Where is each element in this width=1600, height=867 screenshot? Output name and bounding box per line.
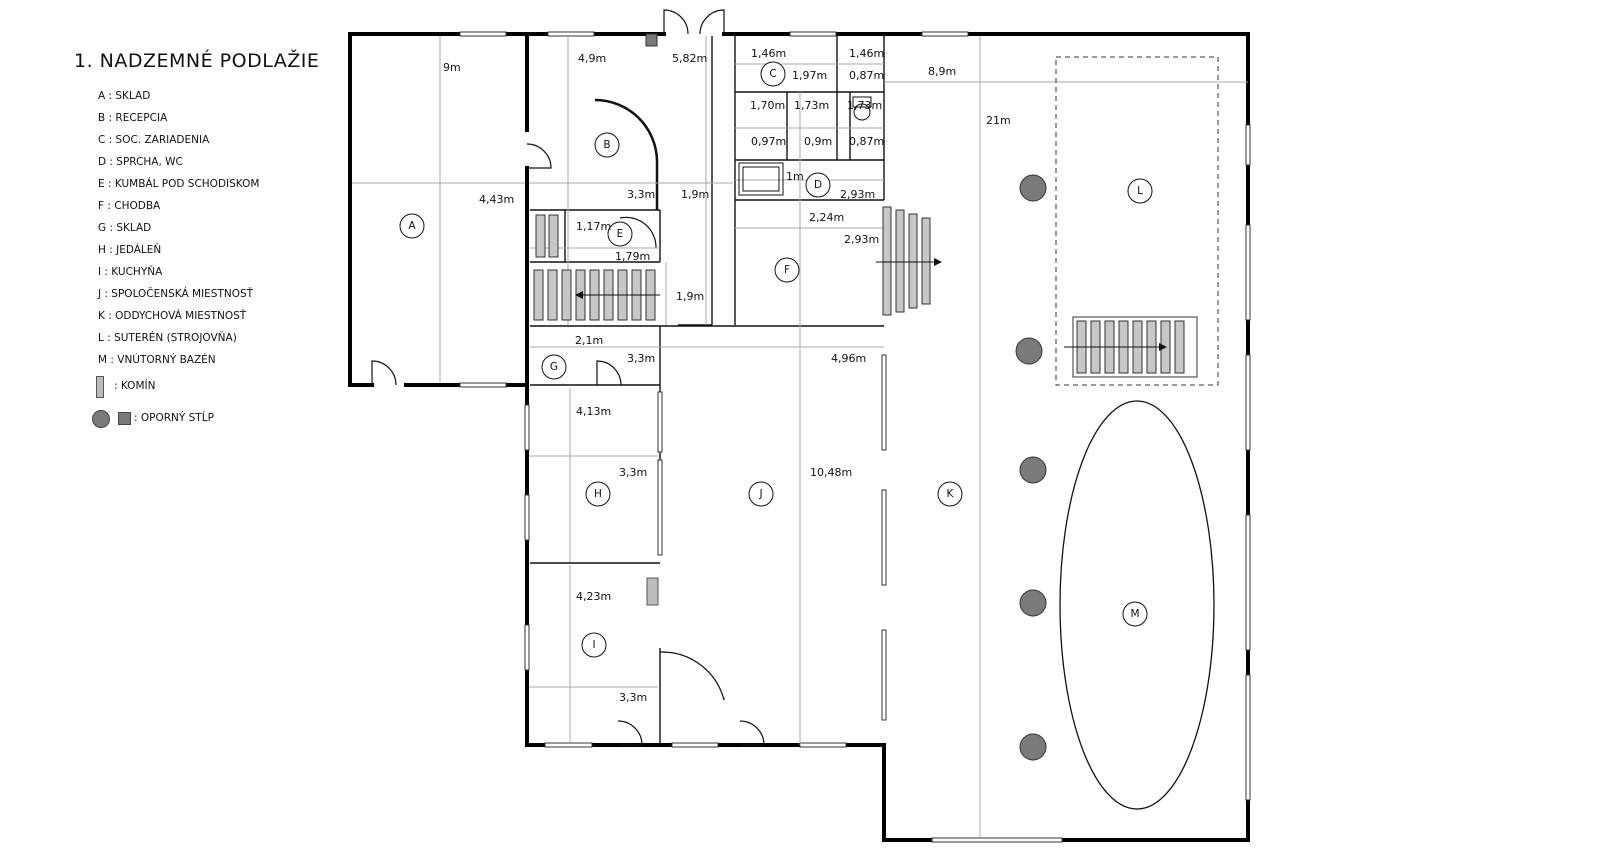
dim-cubicle-3: 1,73m [847, 99, 882, 112]
dim-cubicle-2: 1,73m [794, 99, 829, 112]
dim-a-height: 9m [443, 61, 461, 74]
dim-cubicle-3-w: 0,87m [849, 135, 884, 148]
dim-b-width: 3,3m [627, 188, 655, 201]
dim-a-width: 4,43m [479, 193, 514, 206]
door-g [596, 360, 622, 386]
dim-e-width: 1,79m [615, 250, 650, 263]
dim-k-height: 21m [986, 114, 1011, 127]
dim-stair-width: 1,9m [676, 290, 704, 303]
legend-item-j: J : SPOLOČENSKÁ MIESTNOSŤ [98, 288, 254, 300]
door-i [617, 720, 643, 746]
chimney-symbol-icon [96, 376, 104, 398]
dim-g-height: 2,1m [575, 334, 603, 347]
door-a-b [526, 143, 552, 169]
dim-j-height: 10,48m [810, 466, 852, 479]
dim-e-height: 1,17m [576, 220, 611, 233]
room-label-a: A [408, 220, 416, 232]
room-label-i: I [592, 639, 595, 651]
legend-title: 1. NADZEMNÉ PODLAŽIE [74, 50, 320, 72]
legend-column-label: : OPORNÝ STĹP [134, 412, 214, 424]
exterior-walls [348, 32, 1250, 842]
door-e [619, 216, 657, 249]
column-circle-icon [1019, 589, 1047, 617]
dim-d-width: 2,93m [840, 188, 875, 201]
dim-f-width: 2,93m [844, 233, 879, 246]
support-columns [645, 33, 1047, 761]
room-label-j: J [758, 488, 762, 500]
room-label-l: L [1137, 185, 1143, 197]
doors [371, 9, 765, 746]
legend-item-b: B : RECEPCIA [98, 112, 168, 124]
reception-curved-wall [594, 98, 659, 210]
dim-corridor-height: 5,82m [672, 52, 707, 65]
door-i-j [659, 651, 725, 701]
legend-item-l: L : SUTERÉN (STROJOVŇA) [98, 332, 237, 344]
dim-h-height: 4,13m [576, 405, 611, 418]
dim-b-height: 4,9m [578, 52, 606, 65]
dim-c2-height: 0,87m [849, 69, 884, 82]
dim-j-width: 4,96m [831, 352, 866, 365]
dimension-lines [352, 36, 1248, 838]
column-circle-icon [1019, 174, 1047, 202]
column-circle-icon [1015, 337, 1043, 365]
legend-item-k: K : ODDYCHOVÁ MIESTNOSŤ [98, 310, 247, 322]
dim-g-width: 3,3m [627, 352, 655, 365]
pool-outline [1059, 400, 1215, 810]
dim-h-width: 3,3m [619, 466, 647, 479]
toilet-tank-icon [852, 96, 872, 108]
staircase-k [882, 206, 931, 316]
legend-item-e: E : KUMBÁL POD SCHODISKOM [98, 178, 260, 190]
legend-item-g: G : SKLAD [98, 222, 152, 234]
column-circle-icon [1019, 733, 1047, 761]
room-label-m: M [1130, 608, 1139, 620]
shower-tray-inner-icon [742, 166, 780, 192]
shower-tray-icon [738, 162, 784, 196]
bathroom-fixtures [738, 96, 872, 196]
room-label-e: E [617, 228, 624, 240]
dim-cubicle-1: 1,70m [750, 99, 785, 112]
legend-item-h: H : JEDÁLEŇ [98, 244, 162, 256]
legend-item-a: A : SKLAD [98, 90, 151, 102]
legend: 1. NADZEMNÉ PODLAŽIE A : SKLAD B : RECEP… [0, 0, 340, 460]
windows [459, 31, 1251, 843]
door-a-exit [371, 360, 397, 386]
room-label-g: G [550, 361, 558, 373]
dim-c-width: 1,46m [751, 47, 786, 60]
dim-i-height: 4,23m [576, 590, 611, 603]
legend-item-m: M : VNÚTORNÝ BAZÉN [98, 354, 216, 366]
chimney-symbol-icon [646, 577, 659, 606]
room-label-c: C [769, 68, 776, 80]
room-label-f: F [784, 264, 790, 276]
legend-chimney-label: : KOMÍN [114, 380, 156, 392]
column-circle-icon [1019, 456, 1047, 484]
room-label-k: K [947, 488, 955, 500]
door-j [739, 720, 765, 746]
dim-k-top: 8,9m [928, 65, 956, 78]
toilet-bowl-icon [853, 103, 871, 121]
room-label-h: H [594, 488, 602, 500]
dim-corridor-width: 1,9m [681, 188, 709, 201]
room-labels [399, 61, 1153, 658]
dim-cubicle-1-w: 0,97m [751, 135, 786, 148]
column-square-icon [645, 33, 658, 47]
entrance-door-right [699, 9, 725, 35]
dim-c-height: 1,97m [792, 69, 827, 82]
legend-item-d: D : SPRCHA, WC [98, 156, 183, 168]
room-label-b: B [603, 139, 610, 151]
dim-cubicle-2-w: 0,9m [804, 135, 832, 148]
room-label-d: D [814, 179, 822, 191]
column-circle-icon [92, 410, 110, 428]
dim-f-height: 2,24m [809, 211, 844, 224]
entrance-door-left [663, 9, 689, 35]
basement-outline [1055, 56, 1219, 386]
dim-c2-width: 1,46m [849, 47, 884, 60]
legend-item-c: C : SOC. ZARIADENIA [98, 134, 210, 146]
legend-item-i: I : KUCHYŇA [98, 266, 163, 278]
legend-item-f: F : CHODBA [98, 200, 161, 212]
dim-i-width: 3,3m [619, 691, 647, 704]
column-square-icon [118, 412, 131, 425]
dim-d-height: 1m [786, 170, 804, 183]
